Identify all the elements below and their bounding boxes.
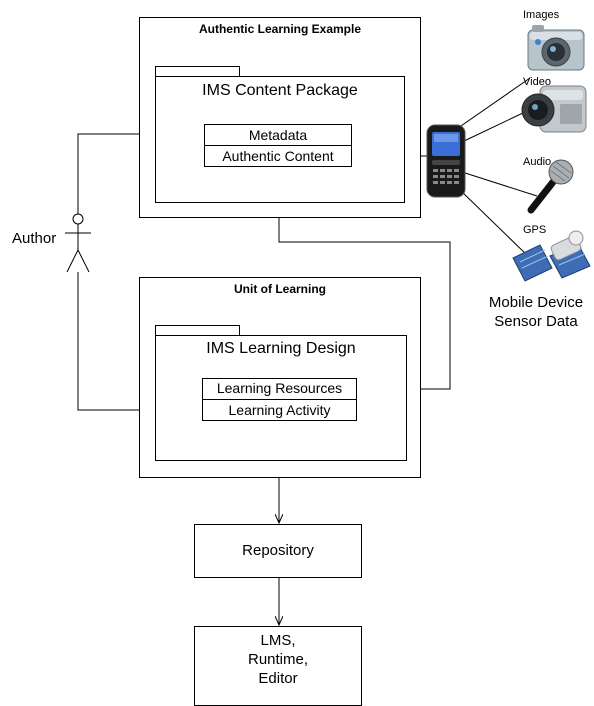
satellite-icon — [512, 230, 591, 282]
smartphone-icon — [426, 124, 466, 198]
microphone-icon — [527, 159, 574, 214]
lms-label-line2: Runtime, — [247, 651, 309, 668]
video-label: Video — [523, 76, 551, 88]
gps-label: GPS — [523, 224, 547, 236]
ims-content-package-label: IMS Content Package — [202, 82, 358, 99]
phone-to-gps-line — [459, 189, 531, 259]
metadata-label: Metadata — [248, 127, 308, 143]
author-label: Author — [12, 230, 57, 247]
repository-box — [194, 524, 362, 578]
authentic-content-label: Authentic Content — [222, 148, 334, 164]
lms-label-line1: LMS, — [260, 632, 296, 649]
authentic-content-box — [204, 145, 352, 167]
sensor-data-caption-line2: Sensor Data — [494, 313, 578, 330]
sensor-data-caption-line1: Mobile Device — [488, 294, 584, 311]
video-camera-icon — [521, 85, 587, 133]
unit-of-learning-title: Unit of Learning — [234, 282, 326, 296]
author-stick-figure-icon — [65, 213, 91, 273]
learning-activity-box — [202, 399, 357, 421]
ims-learning-design-label: IMS Learning Design — [206, 340, 356, 357]
learning-resources-label: Learning Resources — [216, 380, 343, 396]
phone-to-images-line — [457, 77, 531, 129]
learning-activity-label: Learning Activity — [228, 402, 331, 418]
images-label: Images — [523, 9, 560, 21]
authentic-learning-example-title: Authentic Learning Example — [198, 22, 362, 36]
lms-label-line3: Editor — [258, 670, 298, 687]
camera-icon — [527, 25, 585, 71]
phone-to-audio-line — [461, 171, 538, 197]
repository-label: Repository — [242, 542, 314, 559]
phone-to-video-line — [461, 111, 526, 143]
audio-label: Audio — [523, 156, 552, 168]
